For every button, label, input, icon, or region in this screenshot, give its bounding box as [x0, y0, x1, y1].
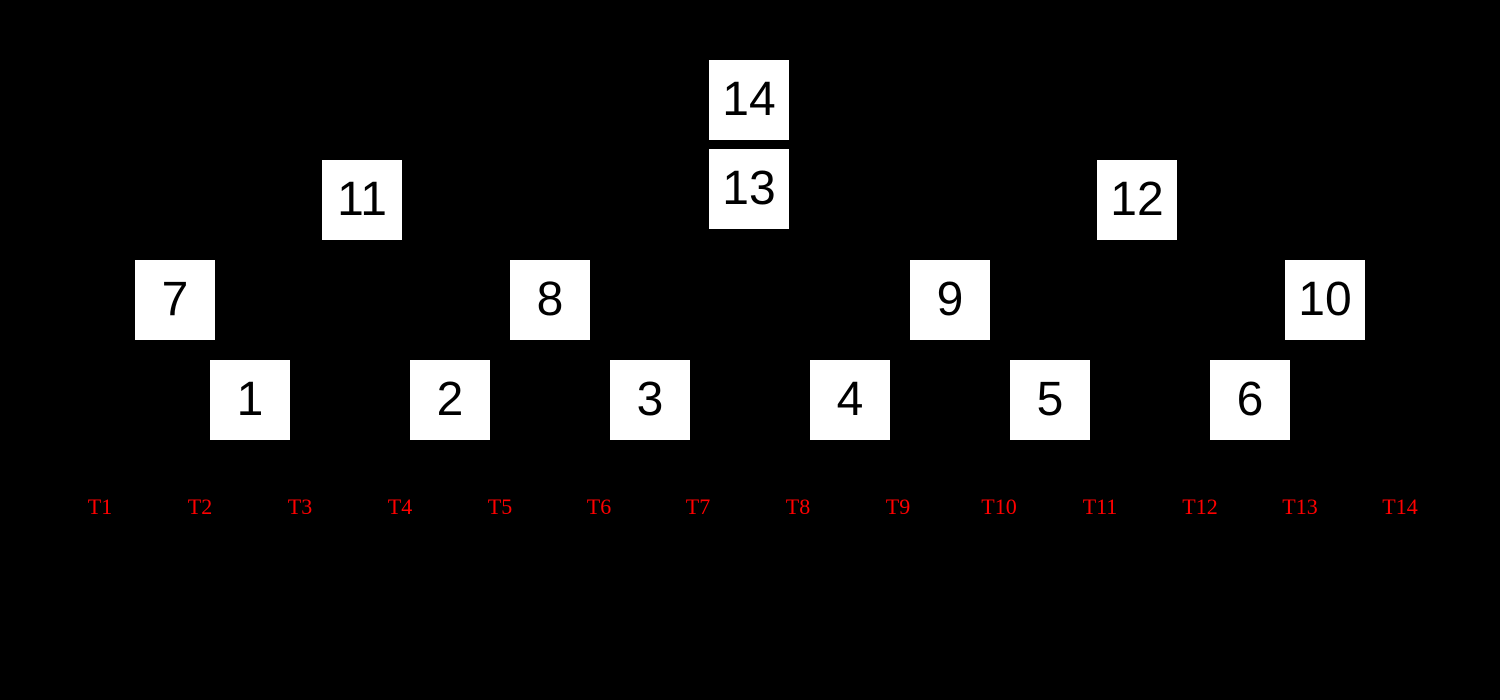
- tree-node-label: 7: [161, 273, 189, 326]
- terminal-label-T1: T1: [87, 494, 113, 519]
- terminal-label-T9: T9: [885, 494, 911, 519]
- terminal-label-T13: T13: [1282, 494, 1318, 519]
- tree-node-label: 5: [1036, 373, 1064, 426]
- terminal-label-T10: T10: [981, 494, 1017, 519]
- tree-node-14: 14: [709, 60, 789, 140]
- tree-node-label: 11: [337, 173, 387, 226]
- tree-node-10: 10: [1285, 260, 1365, 340]
- terminal-label-T2: T2: [187, 494, 213, 519]
- tree-node-11: 11: [322, 160, 402, 240]
- terminal-label-T11: T11: [1082, 494, 1118, 519]
- tree-node-4: 4: [810, 360, 890, 440]
- tree-node-label: 13: [722, 162, 776, 215]
- terminal-label-T8: T8: [785, 494, 811, 519]
- tree-node-label: 9: [936, 273, 964, 326]
- tree-node-12: 12: [1097, 160, 1177, 240]
- terminal-label-T4: T4: [387, 494, 413, 519]
- tree-node-label: 14: [722, 73, 776, 126]
- tree-node-label: 3: [636, 373, 664, 426]
- terminal-label-T7: T7: [685, 494, 711, 519]
- terminal-label-T3: T3: [287, 494, 313, 519]
- tree-node-label: 8: [536, 273, 564, 326]
- tree-node-label: 1: [236, 373, 264, 426]
- tree-node-label: 10: [1298, 273, 1352, 326]
- terminal-label-T5: T5: [487, 494, 513, 519]
- tree-node-5: 5: [1010, 360, 1090, 440]
- tree-node-8: 8: [510, 260, 590, 340]
- tree-node-1: 1: [210, 360, 290, 440]
- terminal-label-T12: T12: [1182, 494, 1218, 519]
- tree-node-2: 2: [410, 360, 490, 440]
- tree-node-label: 4: [836, 373, 864, 426]
- terminal-label-T14: T14: [1382, 494, 1418, 519]
- tree-node-6: 6: [1210, 360, 1290, 440]
- terminal-label-T6: T6: [586, 494, 612, 519]
- tree-node-13: 13: [709, 149, 789, 229]
- tree-node-7: 7: [135, 260, 215, 340]
- tree-node-label: 12: [1110, 173, 1164, 226]
- tree-node-3: 3: [610, 360, 690, 440]
- tree-node-label: 2: [436, 373, 464, 426]
- tree-node-9: 9: [910, 260, 990, 340]
- tree-node-label: 6: [1236, 373, 1264, 426]
